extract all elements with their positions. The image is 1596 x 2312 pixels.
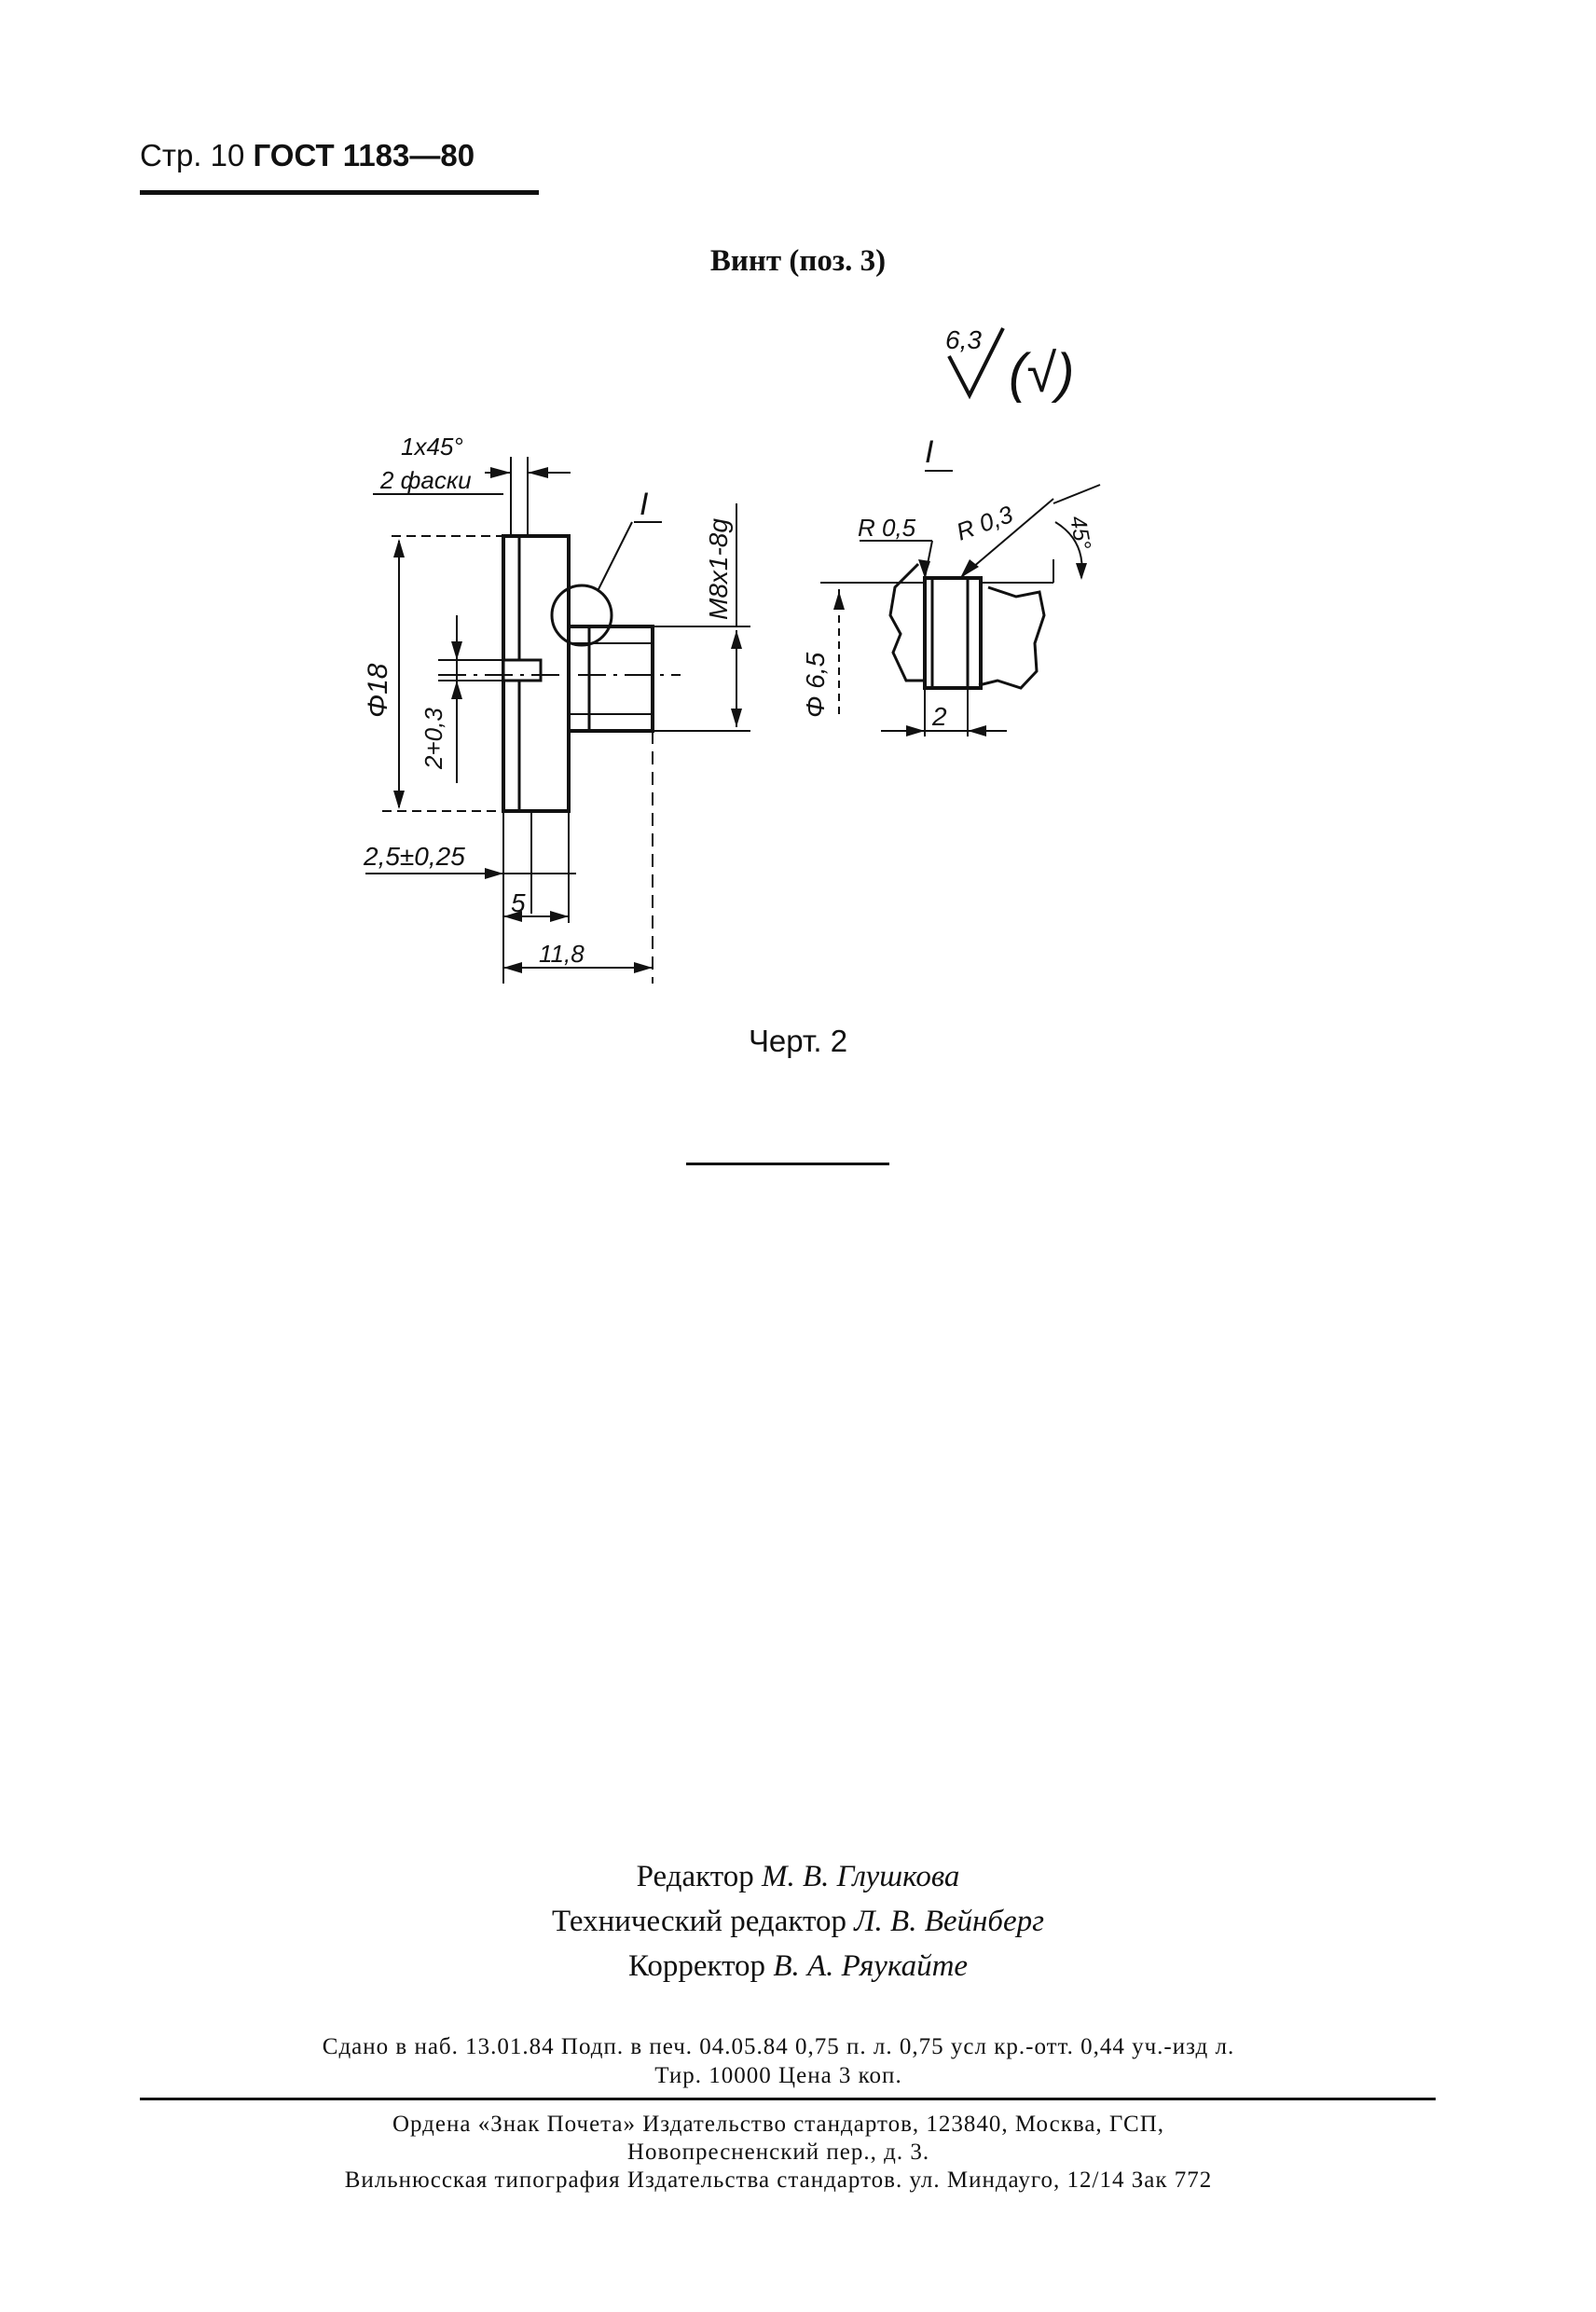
publisher-line-2: Новопресненский пер., д. 3. bbox=[626, 2140, 930, 2165]
screw-slot bbox=[502, 658, 543, 682]
chamfer-count-label: 2 фаски bbox=[379, 466, 472, 494]
r05-label: R 0,5 bbox=[858, 514, 916, 542]
len2-label: 2 bbox=[931, 702, 947, 731]
imprint-line-1: Сдано в наб. 13.01.84 Подп. в печ. 04.05… bbox=[322, 2034, 1235, 2059]
credit-tech-editor: Технический редактор Л. В. Вейнберг bbox=[551, 1904, 1045, 1938]
publisher-line-1: Ордена «Знак Почета» Издательство станда… bbox=[392, 2112, 1165, 2137]
imprint-rule bbox=[140, 2098, 1436, 2100]
print-imprint: Сдано в наб. 13.01.84 Подп. в печ. 04.05… bbox=[140, 2032, 1417, 2091]
credit-editor: Редактор М. В. Глушкова bbox=[636, 1860, 960, 1893]
thread-label: M8x1-8g bbox=[704, 518, 733, 620]
header-rule bbox=[140, 190, 539, 195]
chamfer-label: 1x45° bbox=[401, 433, 463, 461]
credits-block: Редактор М. В. Глушкова Технический реда… bbox=[0, 1855, 1596, 1989]
standard-number: ГОСТ 1183—80 bbox=[253, 138, 475, 172]
slot-width-label: 2+0,3 bbox=[420, 708, 447, 770]
detail-callout: I bbox=[640, 487, 649, 522]
publisher-info: Ордена «Знак Почета» Издательство станда… bbox=[140, 2111, 1417, 2195]
roughness-paren: (√) bbox=[1009, 343, 1074, 404]
len118-label: 11,8 bbox=[539, 940, 585, 968]
detail-circle bbox=[550, 584, 613, 647]
roughness-symbol bbox=[947, 327, 1005, 400]
detail-break-right bbox=[978, 585, 1046, 690]
slot-depth-label: 2,5±0,25 bbox=[363, 842, 465, 871]
page-header: Стр. 10 ГОСТ 1183—80 bbox=[140, 138, 475, 173]
roughness-value: 6,3 bbox=[945, 325, 982, 354]
publisher-line-3: Вильнюсская типография Издательства стан… bbox=[344, 2168, 1213, 2193]
section-divider bbox=[686, 1163, 889, 1165]
credit-proofreader: Корректор В. А. Ряукайте bbox=[627, 1948, 969, 1983]
page-number: Стр. 10 bbox=[140, 138, 245, 172]
detail-view-label: I bbox=[925, 434, 934, 470]
detail-break-left bbox=[888, 562, 923, 682]
technical-drawing: (√) bbox=[363, 325, 1101, 984]
dia65-label: Φ 6,5 bbox=[801, 652, 830, 718]
detail-groove bbox=[923, 576, 983, 690]
screw-shank bbox=[567, 625, 654, 733]
figure-caption: Черт. 2 bbox=[748, 1024, 848, 1058]
angle-label: 45° bbox=[1065, 514, 1095, 552]
dia18-label: Φ18 bbox=[363, 663, 393, 718]
len5-label: 5 bbox=[511, 888, 526, 917]
figure-title: Винт (поз. 3) bbox=[709, 244, 887, 278]
imprint-line-2: Тир. 10000 Цена 3 коп. bbox=[654, 2063, 902, 2089]
